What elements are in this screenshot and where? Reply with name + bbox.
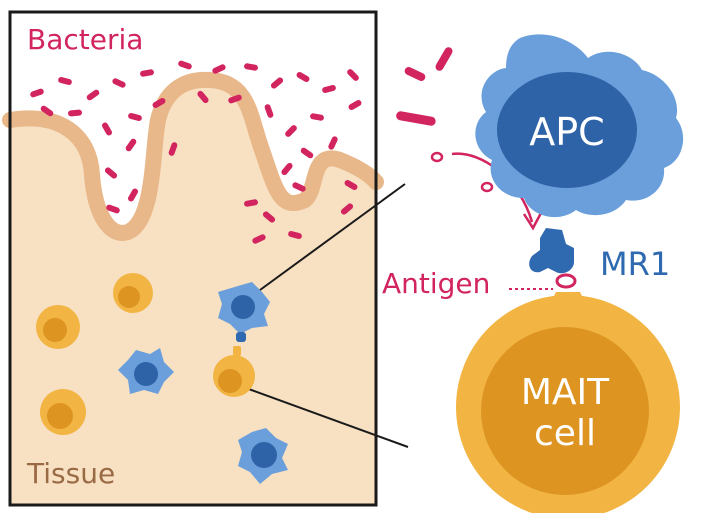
- antigen-particles: [430, 151, 494, 193]
- tissue-surface: [2, 71, 384, 241]
- apc-cell: [475, 34, 684, 218]
- bacterium: [396, 111, 436, 126]
- tissue-area: [10, 79, 376, 506]
- bacterium: [244, 63, 258, 71]
- bacterium: [310, 113, 324, 121]
- bacterium: [152, 98, 166, 108]
- antigen-particle: [480, 181, 494, 193]
- mait-nucleus: [481, 327, 649, 495]
- bacterium: [112, 78, 126, 88]
- bacterium: [435, 47, 453, 71]
- bacterium: [244, 199, 258, 207]
- bacterium: [128, 188, 138, 202]
- uptake-arrowhead: [522, 212, 543, 231]
- bacterium: [292, 182, 306, 192]
- bacterium: [168, 142, 178, 156]
- panel-frame: [8, 10, 378, 507]
- mr1-molecule: [529, 228, 574, 274]
- bacterium: [347, 69, 359, 81]
- bacterium: [86, 89, 100, 101]
- zoom-line-apc: [259, 183, 406, 291]
- bacteria-group: [30, 47, 453, 244]
- mait-label-box: MAIT cell: [475, 0, 655, 513]
- bacterium: [252, 234, 266, 244]
- bacterium: [328, 136, 338, 150]
- bacterium: [288, 230, 302, 240]
- bacterium: [348, 100, 362, 110]
- bacterium: [285, 125, 297, 137]
- bacteria-label: Bacteria: [27, 23, 144, 56]
- mait-cell: [456, 292, 680, 518]
- mait-label-line2: cell: [534, 413, 596, 455]
- bacterium: [68, 109, 82, 117]
- mr1-label: MR1: [600, 245, 671, 283]
- bacterium: [404, 67, 426, 81]
- bacterium: [102, 122, 112, 136]
- bacterium: [30, 88, 44, 98]
- apc-label-box: APC: [497, 0, 637, 200]
- small-mait-cell: [40, 389, 86, 435]
- bacterium: [281, 162, 293, 176]
- bacterium: [106, 204, 120, 214]
- tissue-mait-cells: [36, 273, 255, 435]
- bacterium: [104, 167, 118, 179]
- bacterium: [228, 94, 242, 104]
- bacterium: [262, 211, 276, 223]
- bacterium: [140, 69, 154, 77]
- bacterium: [212, 64, 226, 74]
- bacterium: [40, 105, 54, 117]
- apc-nucleus: [497, 72, 637, 188]
- bacterium: [58, 76, 72, 86]
- zoom-line-mait: [245, 387, 409, 448]
- mait-cell-label: MAIT cell: [475, 372, 655, 455]
- bacterium: [300, 147, 314, 159]
- bacterium: [270, 77, 284, 89]
- bacterium: [344, 180, 358, 190]
- bound-antigen: [555, 273, 577, 289]
- bacterium: [296, 72, 310, 82]
- bacterium: [322, 84, 336, 94]
- antigen-label: Antigen: [382, 267, 491, 300]
- tissue-apc-cells: [118, 282, 288, 484]
- apc-label: APC: [529, 110, 605, 154]
- small-mait-cell: [113, 273, 153, 313]
- small-mait-cell: [36, 305, 80, 349]
- antigen-particle: [430, 151, 444, 163]
- mait-label-line1: MAIT: [520, 372, 610, 413]
- bacterium: [125, 138, 137, 152]
- bacterium: [178, 60, 192, 70]
- small-apc-cell: [238, 428, 288, 484]
- bacterium: [340, 203, 354, 215]
- small-mait-cell-activated: [213, 346, 255, 397]
- tissue-label: Tissue: [27, 457, 116, 490]
- bacterium: [197, 90, 209, 104]
- small-apc-cell: [218, 282, 270, 342]
- bacterium: [128, 112, 142, 122]
- bacterium: [264, 104, 274, 118]
- small-apc-cell: [118, 348, 174, 394]
